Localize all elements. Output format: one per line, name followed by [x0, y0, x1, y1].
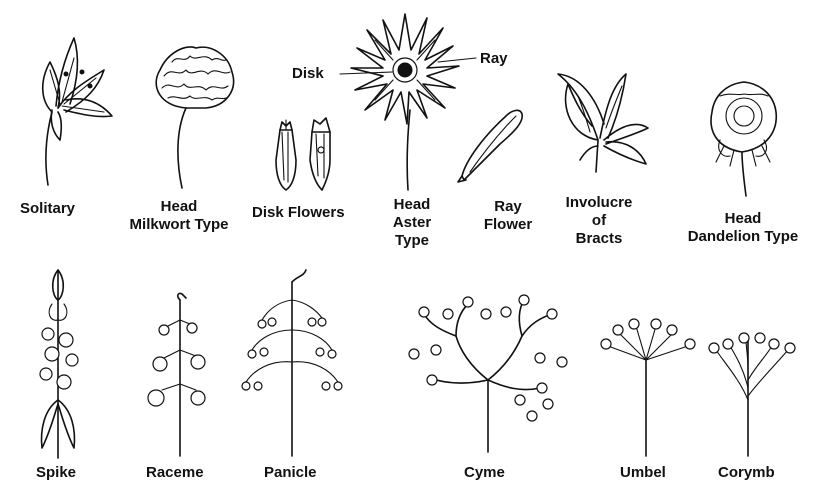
label-panicle: Panicle	[264, 464, 317, 482]
solitary-illustration	[43, 38, 112, 185]
label-umbel: Umbel	[620, 464, 666, 482]
label-corymb: Corymb	[718, 464, 775, 482]
raceme-illustration	[148, 293, 205, 456]
involucre-illustration	[558, 74, 648, 172]
label-disk: Disk	[292, 65, 324, 83]
label-disk-flowers: Disk Flowers	[252, 204, 345, 222]
panicle-illustration	[242, 270, 342, 456]
ray-flower-illustration	[458, 110, 522, 182]
label-spike: Spike	[36, 464, 76, 482]
label-cyme: Cyme	[464, 464, 505, 482]
spike-illustration	[40, 270, 78, 458]
label-raceme: Raceme	[146, 464, 204, 482]
head-aster-illustration	[340, 14, 476, 190]
head-milkwort-illustration	[156, 47, 233, 188]
corymb-illustration	[709, 333, 795, 456]
head-dandelion-illustration	[711, 82, 776, 196]
label-ray: Ray	[480, 50, 508, 68]
label-solitary: Solitary	[20, 200, 75, 218]
umbel-illustration	[601, 319, 695, 456]
disk-flowers-illustration	[276, 118, 330, 190]
cyme-illustration	[409, 295, 567, 452]
